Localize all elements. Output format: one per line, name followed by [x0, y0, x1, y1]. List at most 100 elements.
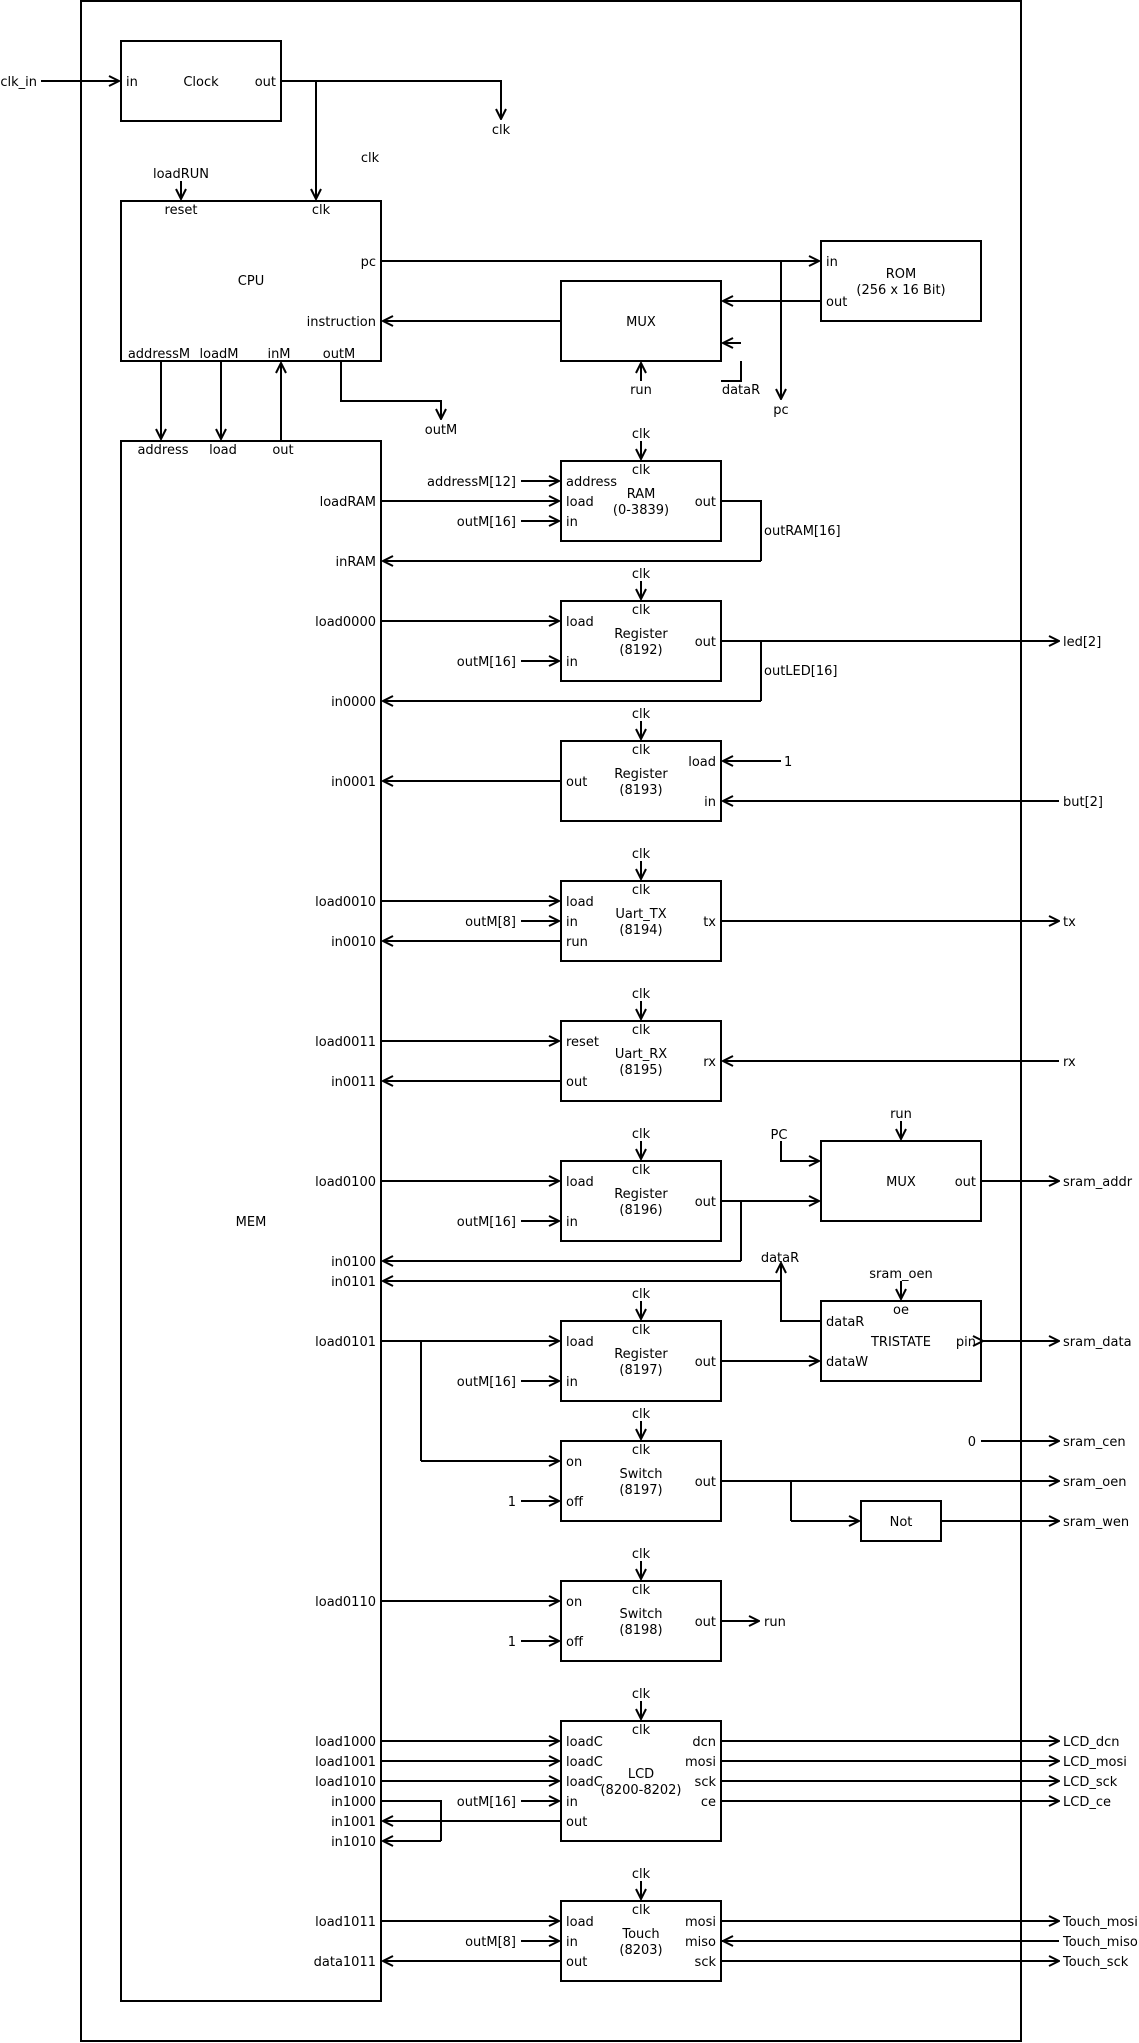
ram-clk-port: clk [632, 463, 651, 478]
ext-rx-label: rx [1063, 1055, 1076, 1070]
lcd-ce-port: ce [701, 1795, 716, 1810]
lcd-title: LCD [628, 1767, 654, 1782]
reg8193-load-port: load [688, 755, 716, 770]
arrow-wires [41, 81, 1059, 1961]
mem-port-load0000: load0000 [315, 615, 376, 630]
reg8197-clk-port: clk [632, 1323, 651, 1338]
outm16-label: outM[16] [457, 1375, 516, 1390]
pc-out-label: pc [773, 403, 788, 418]
wire-segment [721, 1480, 792, 1521]
clk-label: clk [632, 1127, 651, 1142]
cpu-reset-port: reset [165, 203, 198, 218]
touch-out-port: out [566, 1955, 587, 1970]
mux2-out-port: out [955, 1175, 976, 1190]
clk-label: clk [632, 427, 651, 442]
outm8-label: outM[8] [465, 1935, 516, 1950]
reg8192-clk-port: clk [632, 603, 651, 618]
switch8197-title: Switch [620, 1467, 663, 1482]
switch-8198-block [560, 1580, 722, 1662]
ext-sram-cen-label: sram_cen [1063, 1435, 1126, 1450]
clk-label: clk [632, 987, 651, 1002]
ext-lcd-ce-label: LCD_ce [1063, 1795, 1111, 1810]
switch8197-off-port: off [566, 1495, 584, 1510]
mem-port-load1000: load1000 [315, 1735, 376, 1750]
switch8197-subtitle: (8197) [619, 1483, 662, 1498]
cpu-title: CPU [238, 274, 264, 289]
tristate-block [820, 1300, 982, 1382]
lcd-loadc-port: loadC [566, 1735, 603, 1750]
datar-label: dataR [761, 1251, 799, 1266]
tristate-pin-port: pin [956, 1335, 976, 1350]
cpu-inm-port: inM [267, 347, 290, 362]
ext-led-label: led[2] [1063, 635, 1101, 650]
mem-port-in0010: in0010 [331, 935, 376, 950]
outm-label: outM [425, 423, 458, 438]
touch-in-port: in [566, 1935, 578, 1950]
cpu-loadm-port: loadM [200, 347, 239, 362]
reg8196-out-port: out [695, 1195, 716, 1210]
lcd-mosi-port: mosi [685, 1755, 716, 1770]
mem-port-in0011: in0011 [331, 1075, 376, 1090]
uart-tx-run-port: run [566, 935, 588, 950]
ext-sram-addr-label: sram_addr [1063, 1175, 1133, 1190]
wire-segment [721, 1200, 742, 1261]
lcd-dcn-port: dcn [692, 1735, 716, 1750]
wire-segment [381, 1800, 442, 1841]
uart-rx-out-port: out [566, 1075, 587, 1090]
mem-port-load1001: load1001 [315, 1755, 376, 1770]
mem-load-port: load [209, 443, 237, 458]
mux2-title: MUX [886, 1175, 916, 1190]
clock-block [120, 40, 282, 122]
uart-tx-tx-port: tx [703, 915, 716, 930]
mem-out-port: out [272, 443, 293, 458]
mem-port-in1000: in1000 [331, 1795, 376, 1810]
mem-port-load0010: load0010 [315, 895, 376, 910]
mem-port-in1001: in1001 [331, 1815, 376, 1830]
mux2-block [820, 1140, 982, 1222]
clk-net-label: clk [361, 151, 380, 166]
ext-tx-label: tx [1063, 915, 1076, 930]
reg8193-in-port: in [704, 795, 716, 810]
uart-tx-load-port: load [566, 895, 594, 910]
reg8197-subtitle: (8197) [619, 1363, 662, 1378]
outm16-label: outM[16] [457, 515, 516, 530]
lcd-in-port: in [566, 1795, 578, 1810]
cpu-pc-port: pc [361, 255, 376, 270]
register-8197-block [560, 1320, 722, 1402]
uart-rx-reset-port: reset [566, 1035, 599, 1050]
reg8193-clk-port: clk [632, 743, 651, 758]
lcd-block [560, 1720, 722, 1842]
cpu-instruction-port: instruction [307, 315, 376, 330]
switch8198-title: Switch [620, 1607, 663, 1622]
lcd-subtitle: (8200-8202) [600, 1783, 681, 1798]
ext-lcd-sck-label: LCD_sck [1063, 1775, 1118, 1790]
lcd-clk-port: clk [632, 1723, 651, 1738]
clk-label: clk [632, 1547, 651, 1562]
clk-out-label: clk [492, 123, 511, 138]
rom-title: ROM [886, 267, 916, 282]
ext-but-label: but[2] [1063, 795, 1103, 810]
lcd-loadc-port: loadC [566, 1755, 603, 1770]
reg8197-in-port: in [566, 1375, 578, 1390]
reg8193-title: Register [614, 767, 668, 782]
rom-in-port: in [826, 255, 838, 270]
const-one-label: 1 [508, 1635, 516, 1650]
clk-label: clk [632, 1407, 651, 1422]
tristate-oe-port: oe [893, 1303, 909, 1318]
rom-block [820, 240, 982, 322]
clock-in-port: in [126, 75, 138, 90]
lcd-loadc-port: loadC [566, 1775, 603, 1790]
clk-label: clk [632, 1867, 651, 1882]
datar-label: dataR [722, 383, 760, 398]
cpu-block [120, 200, 382, 362]
clk-label: clk [632, 567, 651, 582]
switch8197-on-port: on [566, 1455, 582, 1470]
outm16-label: outM[16] [457, 1215, 516, 1230]
reg8192-load-port: load [566, 615, 594, 630]
mem-port-load0101: load0101 [315, 1335, 376, 1350]
reg8196-clk-port: clk [632, 1163, 651, 1178]
mem-port-in0001: in0001 [331, 775, 376, 790]
rom-subtitle: (256 x 16 Bit) [856, 283, 945, 298]
mem-block [120, 440, 382, 2002]
outm16-label: outM[16] [457, 655, 516, 670]
